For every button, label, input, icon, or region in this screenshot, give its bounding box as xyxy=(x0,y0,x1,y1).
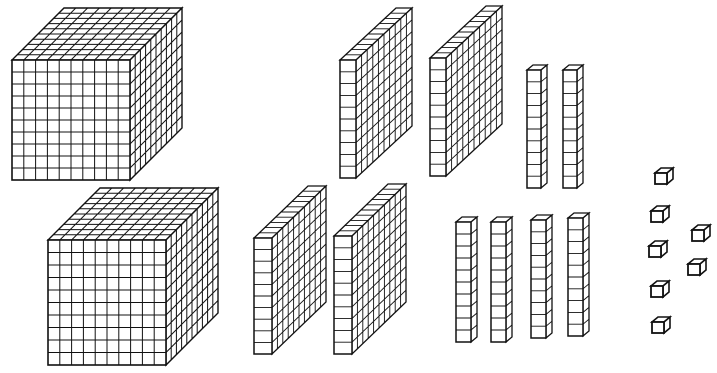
thousand-cube-icon xyxy=(48,188,218,365)
ten-rod-icon xyxy=(568,213,589,336)
unit-cube-icon xyxy=(651,206,669,222)
unit-cube-icon xyxy=(649,241,667,257)
ten-rod-icon xyxy=(563,65,583,188)
unit-cube-icon xyxy=(652,317,670,333)
ten-rod-icon xyxy=(456,217,477,342)
unit-cube-icon xyxy=(688,259,706,275)
unit-cube-icon xyxy=(692,225,710,241)
unit-cube-icon xyxy=(651,281,669,297)
unit-cube-icon xyxy=(655,168,673,184)
ten-rod-icon xyxy=(527,65,547,188)
thousand-cube-icon xyxy=(12,8,182,180)
ten-rod-icon xyxy=(531,215,552,338)
ten-rod-icon xyxy=(491,217,512,342)
